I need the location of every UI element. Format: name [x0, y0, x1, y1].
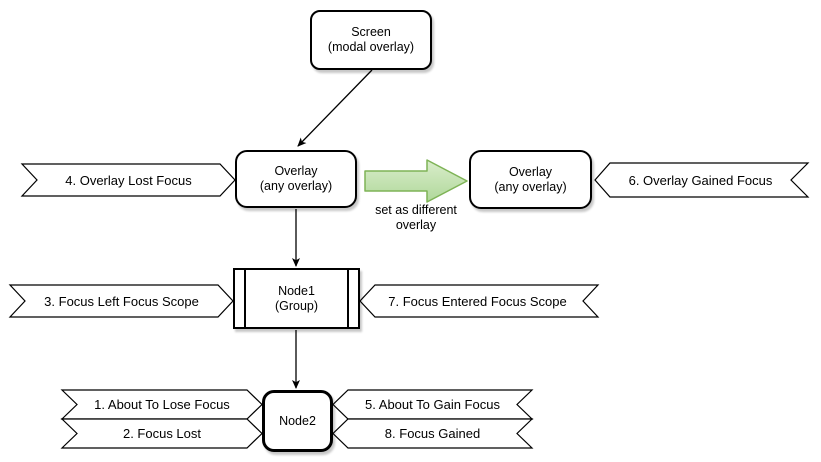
event-label-overlay-lost-focus: 4. Overlay Lost Focus — [65, 172, 192, 188]
node-node2: Node2 — [262, 390, 333, 452]
node-node1-label: Node1 — [278, 283, 315, 298]
event-banner-4-shape — [20, 163, 236, 197]
event-label-about-to-gain-focus: 5. About To Gain Focus — [365, 397, 500, 412]
node-screen-sublabel: (modal overlay) — [327, 40, 415, 54]
node-overlay-target-label: Overlay — [508, 164, 553, 179]
node-overlay-source-label: Overlay — [274, 164, 318, 178]
event-banner-3-shape — [8, 284, 234, 318]
node-overlay-source-sublabel: (any overlay) — [259, 179, 333, 193]
event-label-focus-lost: 2. Focus Lost — [122, 426, 202, 441]
node1-left-bar — [244, 270, 246, 327]
event-banner-6-shape — [594, 162, 810, 198]
node-overlay-target: Overlay (any overlay) — [469, 150, 592, 209]
node-screen-label: Screen — [351, 25, 391, 39]
event-banner-7-shape — [359, 284, 600, 318]
node-overlay-target-sublabel: (any overlay) — [494, 179, 567, 194]
node-node1-group: Node1 (Group) — [233, 268, 360, 329]
arrow-screen-to-overlay — [297, 69, 373, 147]
event-label-focus-gained: 8. Focus Gained — [384, 426, 481, 441]
node-overlay-source: Overlay (any overlay) — [235, 150, 357, 208]
event-label-focus-left-focus-scope: 3. Focus Left Focus Scope — [44, 293, 199, 309]
node1-right-bar — [347, 270, 349, 327]
event-banner-8-shape — [332, 418, 534, 449]
event-label-about-to-lose-focus: 1. About To Lose Focus — [94, 397, 230, 412]
event-label-overlay-gained-focus: 6. Overlay Gained Focus — [628, 172, 773, 188]
node-node1-sublabel: (Group) — [274, 298, 319, 313]
event-label-focus-entered-focus-scope: 7. Focus Entered Focus Scope — [388, 293, 567, 309]
event-banner-2-shape — [60, 418, 263, 449]
set-as-different-overlay-label: set as different overlay — [375, 203, 457, 232]
green-transition-arrow — [364, 159, 468, 203]
node-screen: Screen (modal overlay) — [310, 10, 432, 70]
node-node2-label: Node2 — [279, 413, 316, 428]
